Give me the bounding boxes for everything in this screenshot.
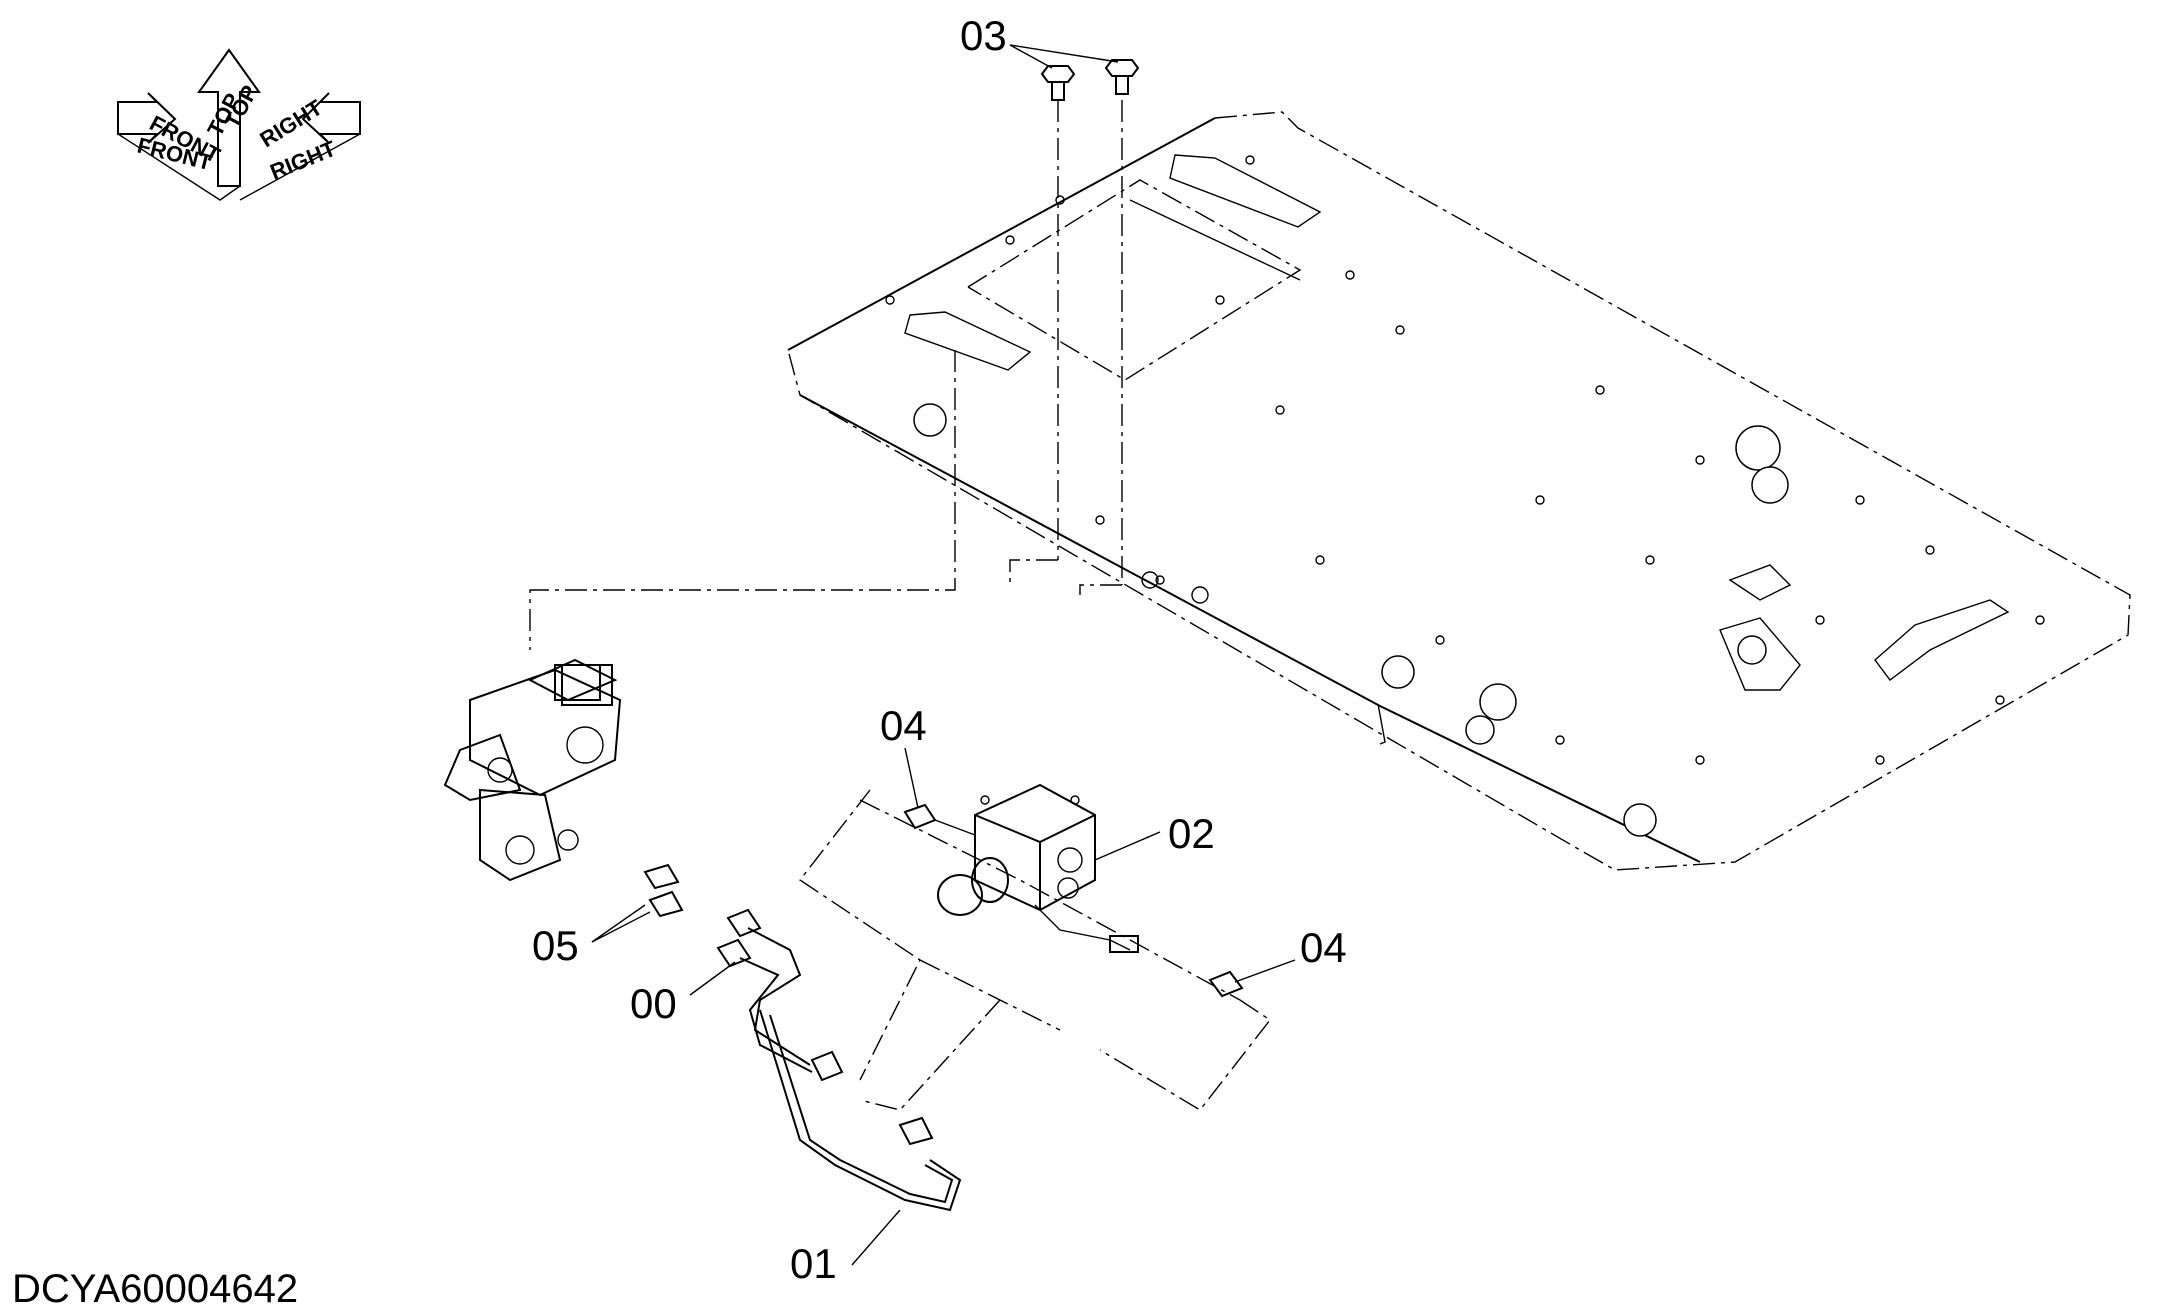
callout-05: 05	[532, 922, 579, 969]
callout-04-upper: 04	[880, 702, 927, 749]
callout-03: 03	[960, 12, 1007, 59]
bolt-right	[1104, 59, 1140, 95]
orientation-glyph: FRONT FRONT TOP TOP RIGHT RIGHT	[117, 48, 361, 201]
fitting-upper	[903, 803, 976, 836]
valve-assembly	[443, 658, 622, 882]
callout-leaders	[591, 44, 1296, 1266]
callout-04-lower: 04	[1300, 924, 1347, 971]
floor-plate	[787, 111, 2131, 871]
callout-00: 00	[630, 980, 677, 1027]
solenoid-valve	[937, 783, 1139, 953]
callout-01: 01	[790, 1240, 837, 1287]
assembly-lines	[529, 100, 1272, 1111]
drawing-code: DCYA60004642	[12, 1267, 298, 1310]
hose-01	[759, 1009, 962, 1212]
fittings-05	[643, 863, 684, 918]
bolt-left	[1040, 65, 1076, 101]
callout-02: 02	[1168, 810, 1215, 857]
hose-assembly	[716, 908, 844, 1082]
fitting-lower	[1208, 970, 1244, 998]
